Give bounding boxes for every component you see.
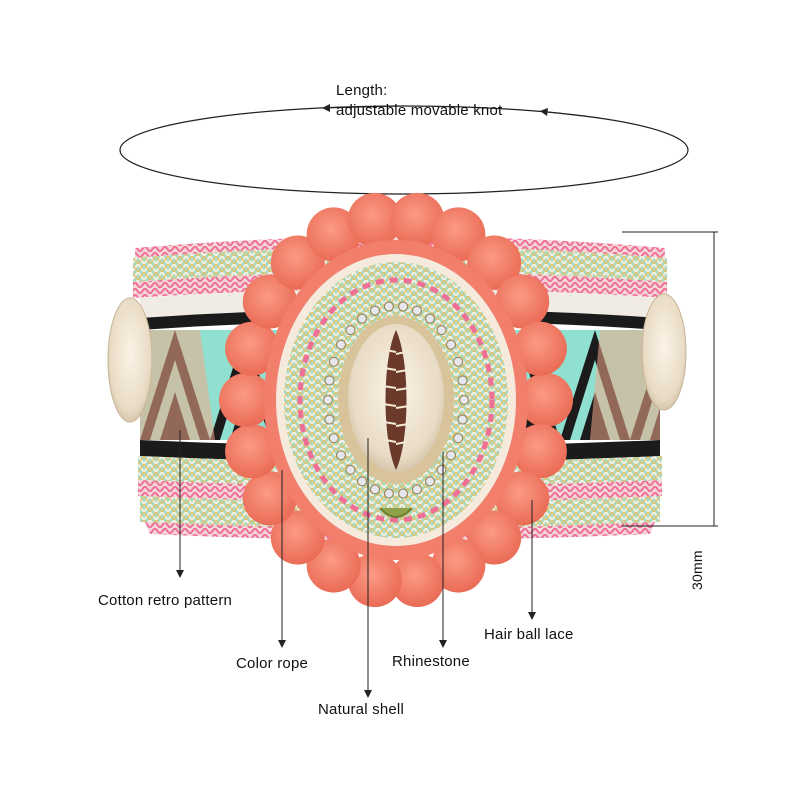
rhinestone — [356, 476, 368, 487]
callout-arrowheads — [176, 570, 536, 698]
length-arrow-left — [321, 105, 405, 109]
center-medallion — [219, 192, 573, 608]
pompom — [390, 553, 445, 608]
label-dimension-30mm: 30mm — [689, 550, 705, 590]
rhinestone — [328, 433, 339, 444]
rhinestone — [411, 484, 423, 495]
knot-tie — [379, 507, 413, 518]
rhinestone — [398, 301, 409, 312]
rhinestone — [424, 313, 436, 324]
rhinestone — [445, 339, 457, 350]
length-indicator — [119, 104, 689, 195]
pompom — [347, 553, 402, 608]
pompom — [519, 373, 573, 427]
length-arrow-right — [539, 110, 601, 119]
rhinestone — [411, 305, 423, 316]
pompom — [512, 321, 567, 376]
length-title: Length: — [336, 82, 388, 99]
rhinestone — [369, 305, 381, 316]
rhinestone — [345, 464, 356, 475]
arrowhead-icon — [540, 108, 548, 116]
rhinestone-ring — [322, 301, 470, 499]
pompom — [347, 192, 402, 247]
pompom — [306, 207, 361, 262]
rhinestone — [335, 339, 347, 350]
pompom — [495, 471, 550, 526]
length-ellipse — [119, 105, 689, 195]
side-shell-left — [107, 297, 153, 423]
rhinestone — [345, 325, 356, 336]
length-description: adjustable movable knot — [336, 102, 503, 119]
rhinestone — [383, 301, 394, 312]
rhinestone — [457, 414, 468, 425]
rhinestone — [324, 414, 335, 425]
pompom — [225, 424, 280, 479]
label-natural-shell: Natural shell — [318, 701, 404, 718]
pompom — [242, 274, 297, 329]
rhinestone — [398, 488, 409, 499]
label-rhinestone: Rhinestone — [392, 653, 470, 670]
rhinestone — [356, 313, 368, 324]
rhinestone — [457, 375, 468, 386]
pompom — [495, 274, 550, 329]
rhinestone — [328, 356, 339, 367]
pompom — [512, 424, 567, 479]
height-dimension — [622, 231, 718, 527]
label-hair-ball-lace: Hair ball lace — [484, 626, 574, 643]
rhinestone — [436, 464, 447, 475]
rhinestone — [383, 488, 394, 499]
pompom — [225, 321, 280, 376]
rhinestone — [322, 394, 334, 406]
pompom — [242, 471, 297, 526]
rhinestone — [324, 375, 335, 386]
rhinestone — [453, 356, 464, 367]
rhinestone — [424, 476, 436, 487]
pompom — [219, 373, 273, 427]
pompom — [270, 510, 325, 565]
shell-opening — [385, 330, 407, 470]
callout-lines — [179, 430, 533, 692]
pompom — [467, 235, 522, 290]
rhinestone — [369, 484, 381, 495]
label-cotton-retro-pattern: Cotton retro pattern — [98, 592, 233, 609]
hair-ball-lace — [219, 192, 573, 608]
side-shell-right — [641, 293, 687, 411]
arrowhead-icon — [322, 104, 330, 112]
label-color-rope: Color rope — [236, 655, 309, 672]
rhinestone — [445, 450, 457, 461]
rhinestone — [453, 433, 464, 444]
rhinestone — [335, 450, 347, 461]
rhinestone — [436, 325, 447, 336]
rhinestone — [458, 394, 470, 406]
pompom — [431, 538, 486, 593]
pompom — [390, 192, 445, 247]
